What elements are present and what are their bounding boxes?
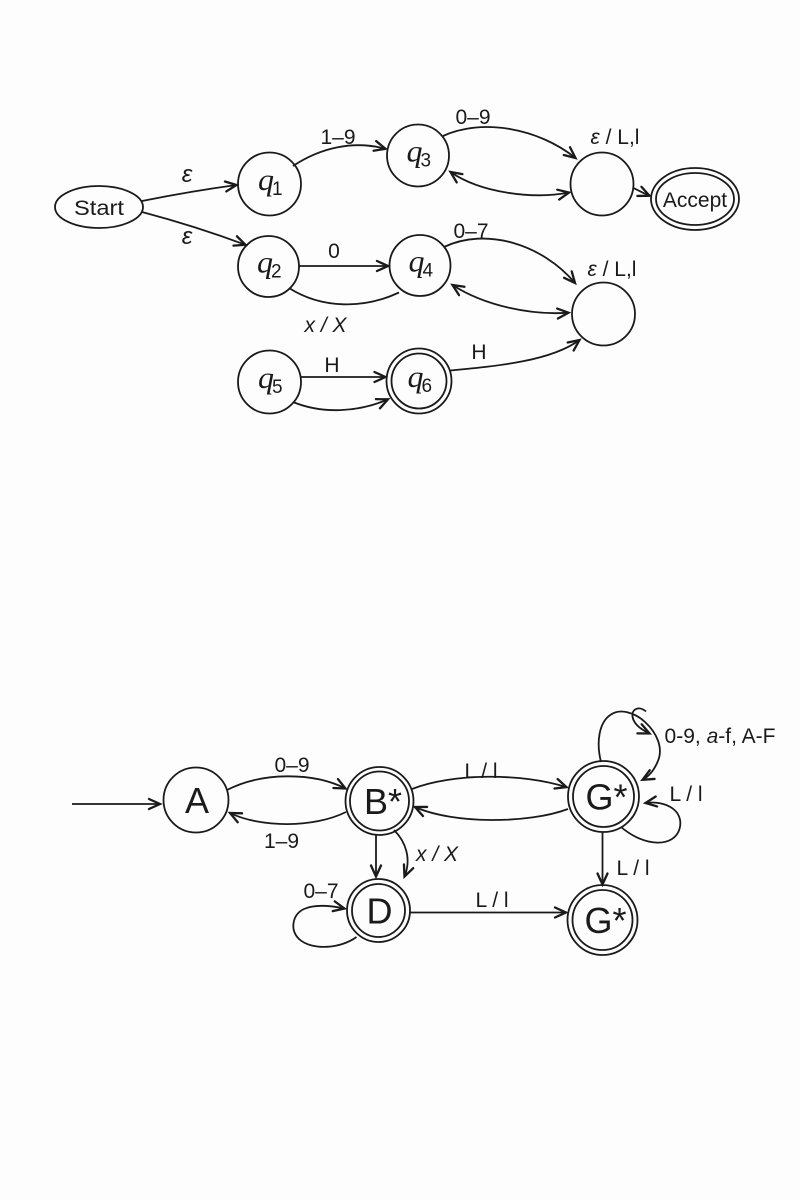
svg-text:ε / L,l: ε / L,l <box>591 126 640 149</box>
svg-text:1: 1 <box>272 179 283 200</box>
svg-text:ε: ε <box>182 223 193 250</box>
svg-text:0–9: 0–9 <box>455 106 490 129</box>
svg-text:L / l: L / l <box>464 760 497 783</box>
svg-text:L / l: L / l <box>669 783 702 806</box>
svg-text:ε / L,l: ε / L,l <box>588 258 637 281</box>
svg-text:2: 2 <box>271 262 282 283</box>
svg-text:4: 4 <box>423 261 434 282</box>
svg-text:q: q <box>407 134 423 169</box>
svg-text:L / l: L / l <box>616 857 649 880</box>
svg-text:5: 5 <box>272 377 283 398</box>
svg-text:0–7: 0–7 <box>453 220 488 243</box>
svg-text:H: H <box>471 341 486 364</box>
svg-text:ε: ε <box>182 161 193 188</box>
svg-text:6: 6 <box>422 376 433 397</box>
svg-text:x / X: x / X <box>415 843 459 866</box>
svg-text:G*: G* <box>585 777 627 818</box>
svg-text:D: D <box>367 891 393 932</box>
svg-text:x / X: x / X <box>303 314 347 337</box>
svg-text:0–7: 0–7 <box>303 880 338 903</box>
svg-text:0-9, a-f, A-F: 0-9, a-f, A-F <box>665 725 776 748</box>
svg-text:1–9: 1–9 <box>320 126 355 149</box>
svg-text:0–9: 0–9 <box>274 754 309 777</box>
svg-text:0: 0 <box>328 240 340 263</box>
svg-text:H: H <box>324 354 339 377</box>
svg-text:q: q <box>258 162 274 197</box>
svg-text:1–9: 1–9 <box>264 830 299 853</box>
svg-text:Accept: Accept <box>663 189 727 212</box>
svg-text:Start: Start <box>74 197 124 220</box>
svg-text:A: A <box>185 780 209 821</box>
svg-text:q: q <box>409 244 425 279</box>
svg-text:q: q <box>258 360 274 395</box>
svg-text:L / l: L / l <box>475 889 508 912</box>
svg-text:q: q <box>257 245 273 280</box>
svg-text:G*: G* <box>584 900 626 941</box>
svg-text:q: q <box>408 359 424 394</box>
svg-text:B*: B* <box>364 781 402 822</box>
svg-text:3: 3 <box>421 151 432 172</box>
